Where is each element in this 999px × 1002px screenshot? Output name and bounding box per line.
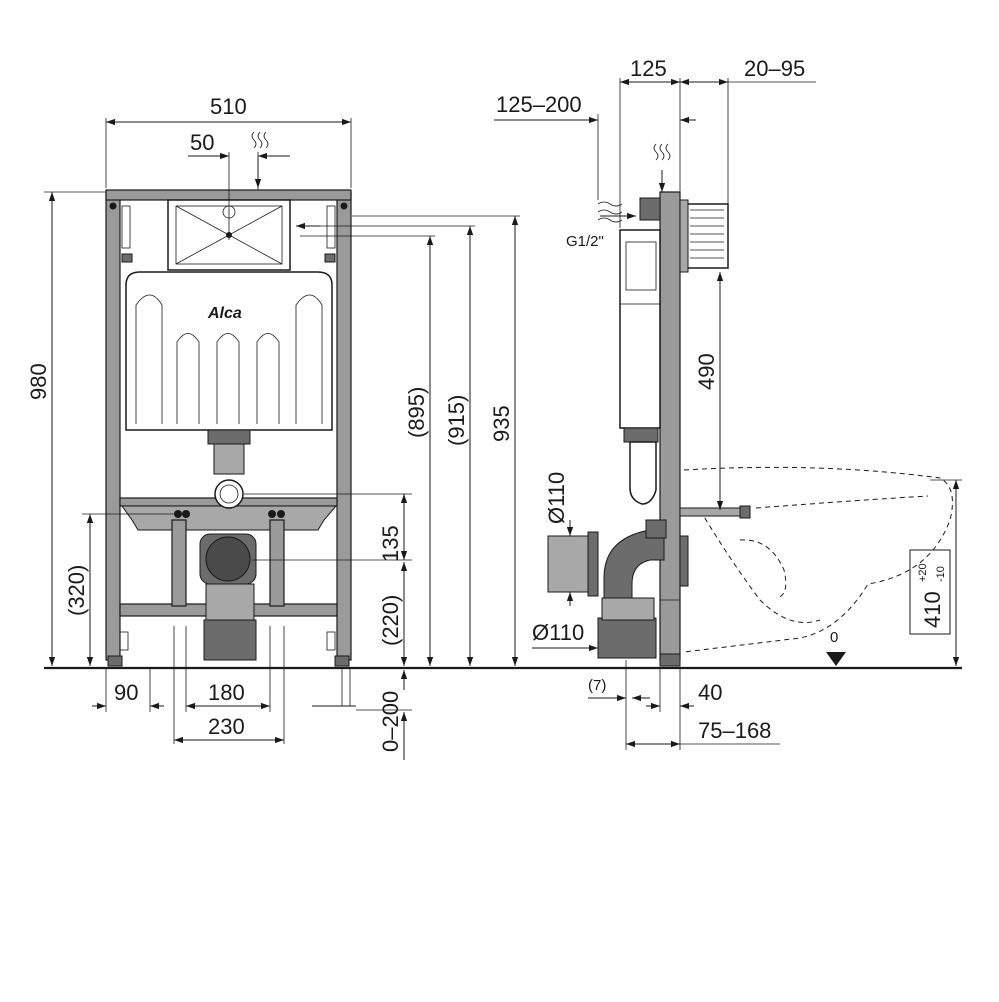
tol-plus: +20	[917, 563, 929, 582]
zero-label: 0	[830, 629, 838, 646]
dim-offset: 50	[190, 130, 214, 155]
cistern-tank	[125, 271, 333, 431]
bracket-plate	[121, 505, 338, 531]
wc-bowl-outline	[683, 466, 953, 653]
dim-side-40: 40	[698, 680, 722, 705]
thread-label: G1/2"	[566, 233, 604, 250]
dim-height: 980	[26, 363, 51, 400]
top-rail	[105, 189, 352, 201]
tol-minus: -10	[935, 566, 947, 582]
dim-foot-90: 90	[114, 680, 138, 705]
pipe-dia-top: Ø110	[544, 472, 569, 524]
dim-side-75-168: 75–168	[698, 718, 771, 743]
dim-895: (895)	[404, 387, 429, 438]
zero-marker	[826, 652, 846, 666]
bowl-height-box	[909, 549, 951, 635]
dim-adjust: 0–200	[378, 691, 403, 752]
dim-side-20-95: 20–95	[744, 56, 805, 81]
dim-foot-230: 230	[208, 714, 245, 739]
dim-320: (320)	[64, 565, 89, 616]
dim-side-125: 125	[630, 56, 667, 81]
right-foot	[334, 655, 350, 667]
side-view: G1/2" Ø110 Ø110 125	[494, 56, 962, 750]
dim-side-125-200: 125–200	[496, 92, 582, 117]
left-foot	[107, 655, 123, 667]
right-post	[336, 191, 352, 661]
pipe-dia-bottom: Ø110	[532, 620, 584, 645]
side-post	[659, 191, 681, 661]
dim-135: 135	[378, 525, 403, 562]
brand-logo: Alca	[207, 305, 242, 322]
left-post	[105, 191, 121, 661]
dim-side-490: 490	[694, 353, 719, 390]
dim-220: (220)	[378, 595, 403, 646]
dim-915: (915)	[444, 395, 469, 446]
front-view: Alca 510 50 980	[26, 94, 520, 760]
dim-side-7: (7)	[588, 677, 606, 694]
waste-elbow	[603, 529, 665, 601]
dim-width: 510	[210, 94, 247, 119]
flush-box	[683, 203, 729, 269]
dim-bowl-height: 410	[920, 591, 945, 628]
dim-935: 935	[489, 405, 514, 442]
dim-foot-180: 180	[208, 680, 245, 705]
